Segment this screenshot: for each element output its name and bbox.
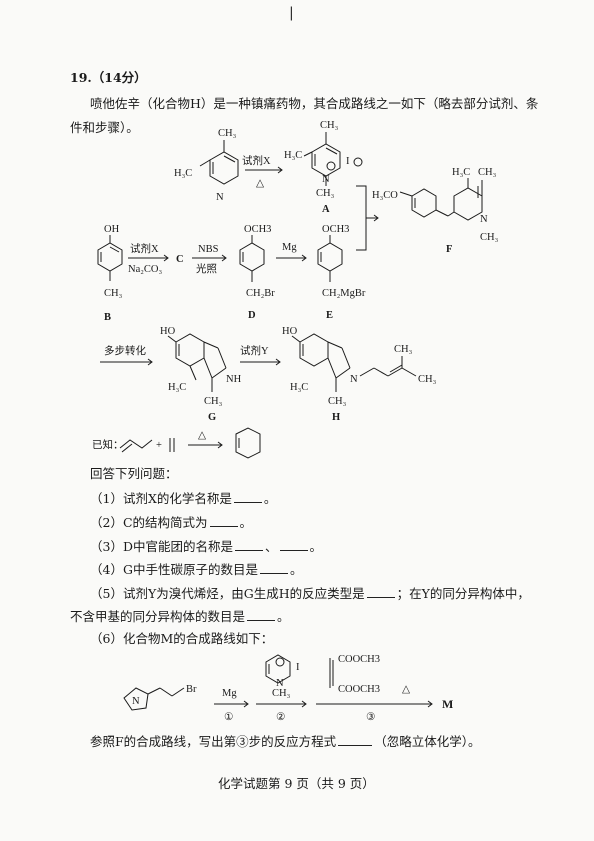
svg-text:CH₃: CH₃ bbox=[328, 396, 347, 407]
svg-text:HO: HO bbox=[160, 326, 176, 337]
question-6: （6）化合物M的合成路线如下： bbox=[90, 631, 274, 646]
page-top-mark: | bbox=[289, 5, 294, 21]
svg-text:CH₃: CH₃ bbox=[104, 288, 123, 299]
svg-text:③: ③ bbox=[366, 711, 376, 723]
svg-text:光照: 光照 bbox=[196, 262, 217, 275]
svg-text:E: E bbox=[326, 310, 333, 321]
svg-text:N: N bbox=[276, 678, 284, 689]
reagent-x-label: 试剂X bbox=[242, 154, 271, 167]
compound-G-structure bbox=[167, 333, 227, 392]
intro-line-1: 喷他佐辛（化合物H）是一种镇痛药物，其合成路线之一如下（略去部分试剂、条 bbox=[90, 96, 539, 111]
question-3: （3）D中官能团的名称是、。 bbox=[90, 539, 323, 554]
svg-text:I: I bbox=[296, 662, 300, 673]
question-1: （1）试剂X的化学名称是。 bbox=[90, 491, 277, 506]
svg-text:NBS: NBS bbox=[198, 244, 219, 255]
svg-text:NH: NH bbox=[226, 374, 242, 385]
svg-text:①: ① bbox=[224, 711, 234, 723]
svg-text:COOCH3: COOCH3 bbox=[338, 684, 380, 695]
svg-text:Mg: Mg bbox=[282, 242, 297, 253]
svg-text:OH: OH bbox=[104, 224, 120, 235]
svg-text:N: N bbox=[216, 192, 224, 203]
svg-text:H₃CO: H₃CO bbox=[372, 190, 398, 201]
svg-text:+: + bbox=[156, 440, 162, 451]
svg-text:N: N bbox=[322, 174, 330, 185]
svg-text:C: C bbox=[176, 254, 184, 265]
svg-text:D: D bbox=[248, 310, 256, 321]
question-2: （2）C的结构简式为。 bbox=[90, 515, 253, 530]
svg-text:N: N bbox=[480, 214, 488, 225]
svg-text:CH₃: CH₃ bbox=[272, 688, 291, 699]
svg-text:△: △ bbox=[198, 430, 207, 441]
svg-text:B: B bbox=[104, 312, 111, 323]
svg-text:G: G bbox=[208, 412, 216, 423]
compound-H-structure bbox=[291, 333, 417, 392]
synthesis-scheme: H₃C CH₃ N 试剂X △ H₃C CH₃ N CH₃ I A H₃CO H… bbox=[92, 120, 499, 459]
svg-text:N: N bbox=[132, 696, 140, 707]
svg-text:HO: HO bbox=[282, 326, 298, 337]
svg-text:H₃C: H₃C bbox=[452, 167, 470, 178]
svg-text:CH₃: CH₃ bbox=[418, 374, 437, 385]
svg-text:②: ② bbox=[276, 711, 286, 723]
svg-text:CH₃: CH₃ bbox=[204, 396, 223, 407]
svg-text:试剂X: 试剂X bbox=[130, 242, 159, 255]
svg-text:CH₃: CH₃ bbox=[218, 128, 237, 139]
intro-line-2: 件和步骤）。 bbox=[70, 120, 139, 135]
svg-text:H₃C: H₃C bbox=[284, 150, 302, 161]
svg-text:CH₂Br: CH₂Br bbox=[246, 288, 275, 299]
svg-text:COOCH3: COOCH3 bbox=[338, 654, 380, 665]
svg-text:A: A bbox=[322, 204, 330, 215]
compound-A-structure bbox=[303, 132, 363, 186]
known-reaction-drawing bbox=[119, 427, 261, 459]
svg-text:△: △ bbox=[256, 178, 265, 189]
compound-B-structure bbox=[97, 235, 123, 281]
svg-text:多步转化: 多步转化 bbox=[104, 344, 146, 357]
svg-text:Mg: Mg bbox=[222, 688, 237, 699]
svg-text:Na₂CO₃: Na₂CO₃ bbox=[128, 264, 162, 275]
route-to-M: Br N Mg ① ② I CH₃ N COOCH3 COOCH3 ③ △ M bbox=[123, 654, 453, 723]
compound-D-structure bbox=[239, 235, 265, 282]
svg-text:F: F bbox=[446, 244, 452, 255]
svg-text:OCH3: OCH3 bbox=[244, 224, 271, 235]
converge-bracket bbox=[356, 185, 367, 251]
page-footer: 化学试题第 9 页（共 9 页） bbox=[218, 776, 375, 791]
svg-text:H₃C: H₃C bbox=[174, 168, 192, 179]
svg-text:H₃C: H₃C bbox=[168, 382, 186, 393]
svg-text:I: I bbox=[346, 156, 350, 167]
compound-F-structure bbox=[399, 178, 483, 221]
dimethylpyridine-structure bbox=[199, 140, 239, 185]
svg-text:CH₃: CH₃ bbox=[480, 232, 499, 243]
svg-text:M: M bbox=[442, 697, 453, 711]
question-4: （4）G中手性碳原子的数目是。 bbox=[90, 562, 303, 577]
final-question: 参照F的合成路线，写出第③步的反应方程式（忽略立体化学）。 bbox=[90, 734, 481, 749]
svg-text:H₃C: H₃C bbox=[290, 382, 308, 393]
svg-text:N: N bbox=[350, 374, 358, 385]
svg-text:CH₃: CH₃ bbox=[316, 188, 335, 199]
svg-text:CH₃: CH₃ bbox=[394, 344, 413, 355]
svg-text:已知：: 已知： bbox=[92, 438, 124, 451]
compound-E-structure bbox=[317, 235, 343, 282]
question-5: （5）试剂Y为溴代烯烃，由G生成H的反应类型是；在Y的同分异构体中， bbox=[90, 586, 530, 601]
question-5-cont: 不含甲基的同分异构体的数目是。 bbox=[70, 609, 290, 624]
svg-text:试剂Y: 试剂Y bbox=[240, 344, 269, 357]
svg-text:CH₃: CH₃ bbox=[320, 120, 339, 131]
questions-lead: 回答下列问题： bbox=[90, 466, 178, 481]
svg-text:OCH3: OCH3 bbox=[322, 224, 349, 235]
svg-text:CH₃: CH₃ bbox=[478, 167, 497, 178]
svg-text:CH₂MgBr: CH₂MgBr bbox=[322, 288, 366, 299]
problem-number: 19.（14分） bbox=[70, 70, 147, 85]
svg-text:H: H bbox=[332, 412, 340, 423]
svg-text:△: △ bbox=[402, 684, 411, 695]
svg-text:Br: Br bbox=[186, 684, 197, 695]
